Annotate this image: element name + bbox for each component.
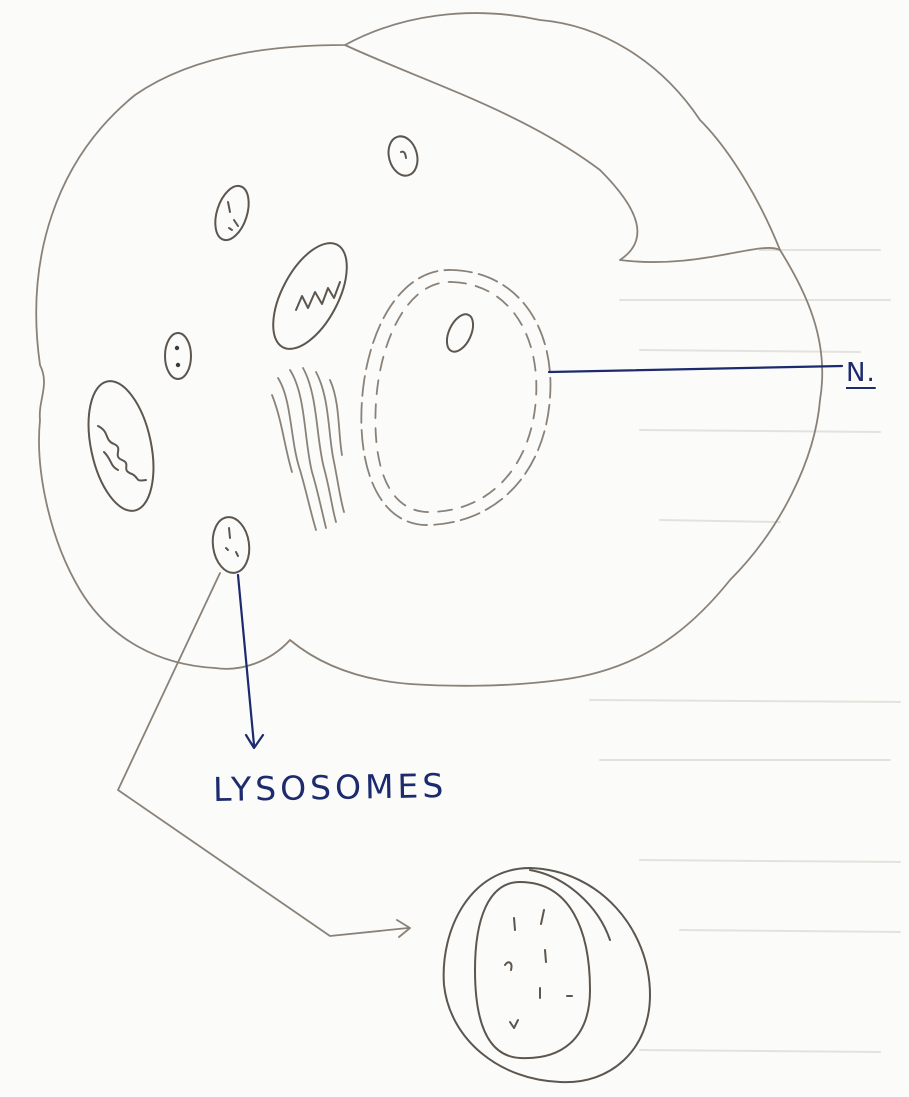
nucleus-pointer-line	[549, 366, 842, 372]
vesicle-dotted	[165, 333, 191, 379]
lysosomes-label: LYSOSOMES	[213, 766, 448, 809]
vesicle-left	[209, 182, 255, 245]
nucleus	[361, 270, 550, 525]
cell-membrane	[36, 13, 822, 686]
mitochondrion-upper	[258, 232, 362, 361]
cell-membrane-edge	[345, 45, 780, 262]
lysosome	[209, 515, 252, 575]
golgi-apparatus	[272, 368, 344, 530]
mitochondrion-lower	[78, 375, 164, 517]
nucleus-label: N.	[846, 358, 876, 388]
vesicle-top	[384, 133, 421, 179]
enlargement-connector	[118, 573, 410, 937]
nucleolus	[442, 310, 479, 356]
lysosome-enlarged	[444, 868, 650, 1082]
